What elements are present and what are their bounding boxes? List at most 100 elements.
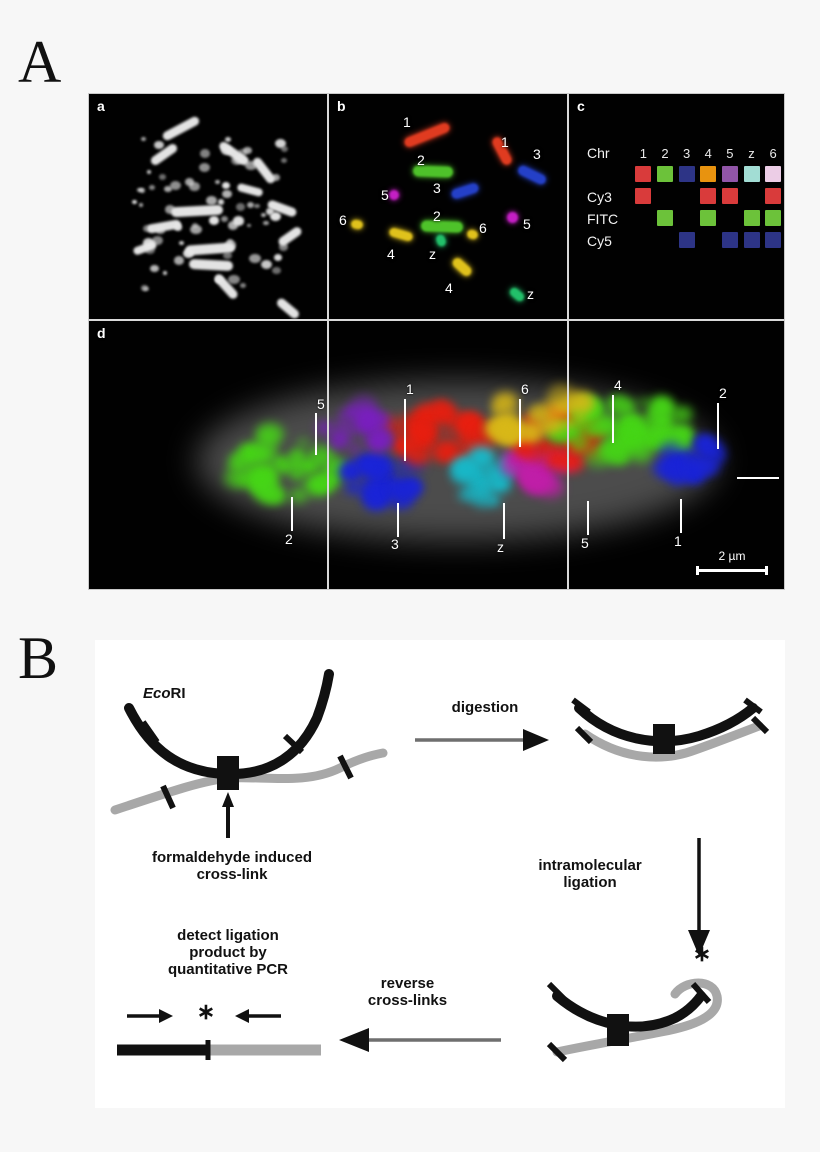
composite-row-label [587,164,633,186]
ecori-label-roman: RI [170,685,186,702]
light-fragment-path [110,748,388,815]
color-swatch [700,209,717,226]
chromosome-territory-signal [456,414,481,434]
color-swatch [678,231,695,248]
dapi-signal [159,173,166,180]
chromosome-territory-signal [435,444,460,464]
chromosome-territory-signal [494,401,508,412]
color-swatch [678,165,695,182]
probe-cell-Cy3-2 [654,186,676,208]
chromosome-territory-signal [240,461,258,476]
territory-leader-line [404,399,406,461]
probe-column-header-4: 4 [704,145,712,161]
pcr-junction-asterisk: ∗ [196,999,216,1024]
ligation-label: intramolecular ligation [538,857,642,891]
color-swatch [765,209,782,226]
pcr-product-diagram [117,1009,321,1060]
dapi-signal [139,188,146,194]
dapi-signal [163,185,172,193]
chromosome-territory-signal [405,423,428,441]
chromosome-territory-signal [491,422,519,445]
chromosome-territory-signal [288,458,304,471]
probe-cell-Cy5-6 [762,230,784,252]
painted-chromosome [420,220,464,233]
territory-label-3: 3 [391,536,399,552]
probe-row-FITC: FITC [587,208,784,230]
dapi-signal [246,223,251,228]
light-fragment-loop [552,978,722,1057]
probe-column-header-3: 3 [682,145,691,161]
dapi-signal [261,213,267,218]
composite-color-row [587,164,784,186]
dapi-signal [230,155,242,165]
dapi-signal [225,240,237,250]
dapi-signal [228,274,240,285]
cut-ends [571,697,770,745]
subpanel-a-dapi: a [89,94,327,319]
reverse-crosslinks-label: reverse cross-links [367,975,448,1009]
chromosome-label-6: 6 [479,220,487,236]
color-swatch [765,231,782,248]
territory-leader-line [680,499,682,533]
dapi-signal [199,163,210,173]
dapi-signal [221,181,230,189]
dapi-signal [145,245,155,255]
chromosome-label-1: 1 [403,114,411,130]
probe-column-header-z: z [748,145,755,161]
chromosome-territory-signal [526,410,539,421]
chromosome-territory-signal [557,401,572,413]
composite-swatch-z [741,164,763,186]
probe-cell-Cy5-2 [654,230,676,252]
panel-divider-vertical-1 [327,94,329,589]
dapi-signal [227,220,239,230]
painted-chromosome [465,228,480,241]
chromosome-territory-signal [489,475,512,493]
probe-cell-FITC-z [741,208,763,230]
scale-bar-label: 2 µm [718,549,746,563]
dapi-signal [146,169,152,174]
territory-label-1: 1 [406,381,414,397]
color-swatch [721,165,738,182]
dapi-signal [218,199,225,205]
dapi-signal [266,208,274,215]
dapi-signal [150,264,159,273]
chromosome-territory-signal [619,400,635,413]
chromosome-territory-signal [530,405,545,417]
chromosome-territory-signal [637,397,650,408]
dapi-signal [280,157,287,164]
dark-fragment-ligated [552,991,706,1032]
color-swatch [743,209,760,226]
ligated-ends [546,981,712,1063]
chromosome-territory-signal [458,458,478,474]
territory-leader-line [717,403,719,449]
composite-swatch-6 [762,164,784,186]
chromosome-territory-signal [694,434,716,452]
dapi-signal [249,253,261,264]
dapi-signal [152,236,163,246]
chromosome-territory-signal [568,390,594,411]
chromosome-territory-signal [686,454,712,475]
probe-cell-FITC-2 [654,208,676,230]
dapi-signal [245,160,257,171]
chromosome-territory-signal [375,431,392,445]
digested-diagram [571,697,770,762]
chromosome-territory-signal [334,420,347,432]
composite-swatch-4 [697,164,719,186]
composite-swatch-2 [654,164,676,186]
chromosome-territory-signal [574,411,587,422]
probe-cell-Cy3-3 [676,186,698,208]
ecori-label-italic: Eco [143,685,171,702]
probe-cell-Cy5-1 [633,230,655,252]
subpanel-c-label: c [577,98,585,114]
dapi-signal [132,200,138,205]
chromosome-territory-signal [545,398,556,407]
territory-leader-line [397,503,399,537]
dapi-signal [214,179,221,185]
territory-leader-line [612,395,614,443]
crosslink-block-digested [653,724,675,754]
step-crosslinked-chromatin: EcoRI formaldehyde induced cross-link [105,660,435,883]
step-digested-fragments [563,688,783,818]
chromosome-territory-map [89,321,784,589]
